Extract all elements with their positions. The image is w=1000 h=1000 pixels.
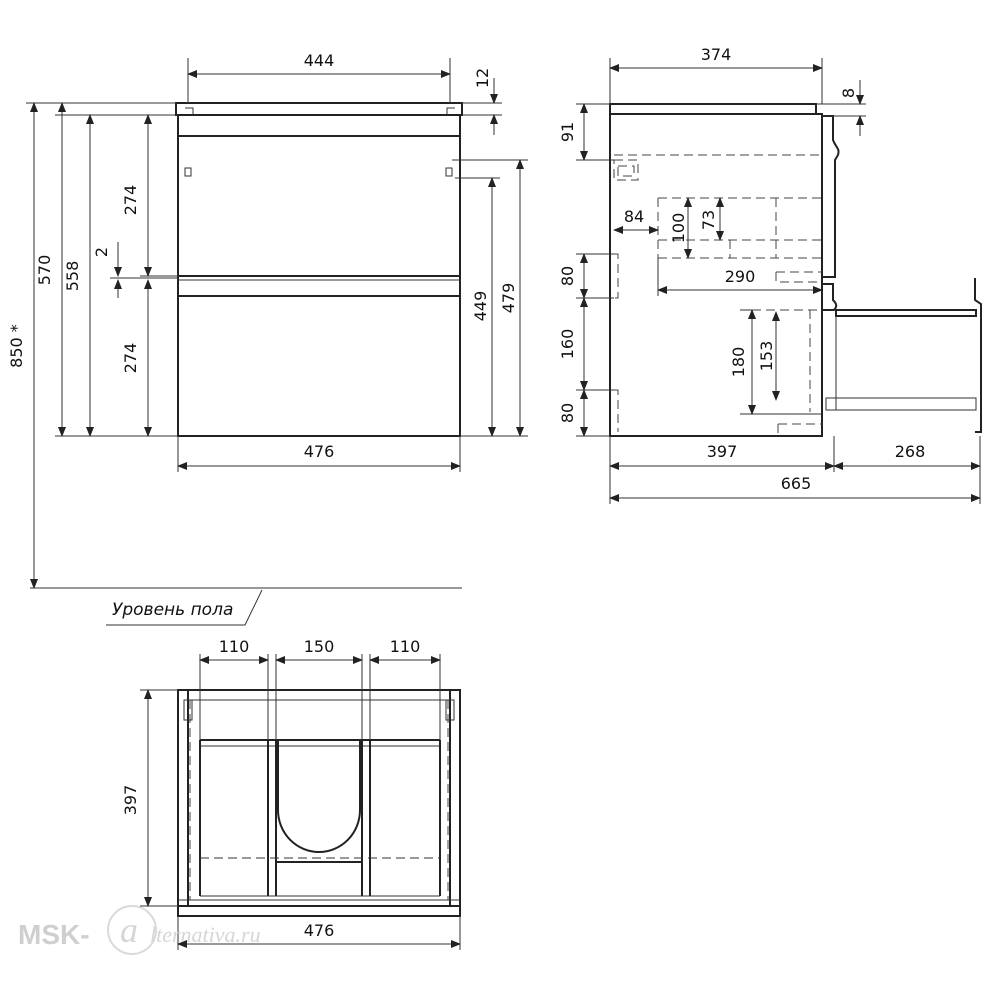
floor-level-label: Уровень пола (112, 600, 233, 620)
top-cabinet-outline (177, 689, 461, 907)
top-view: 110 150 110 397 476 (121, 637, 461, 950)
dim-558: 558 (63, 261, 82, 292)
extended-drawer-top (835, 309, 977, 317)
dim-374: 374 (701, 45, 732, 64)
dim-100: 100 (669, 213, 688, 244)
dim-570: 570 (35, 255, 54, 286)
front-view: 444 12 850 * 570 558 274 274 2 449 (7, 51, 528, 626)
siphon-cutout (277, 740, 361, 853)
dim-91: 91 (558, 122, 577, 142)
side-cabinet-body (609, 113, 823, 437)
dim-110-left: 110 (219, 637, 250, 656)
dim-449: 449 (471, 291, 490, 322)
dim-274-upper: 274 (121, 185, 140, 216)
dim-80-lower: 80 (558, 403, 577, 423)
dim-268: 268 (895, 442, 926, 461)
side-view: 374 8 91 84 100 73 290 80 160 (558, 45, 982, 504)
dim-476-top: 476 (304, 921, 335, 940)
watermark-brand: MSK- (18, 919, 90, 950)
dim-479: 479 (499, 283, 518, 314)
dim-665: 665 (781, 474, 812, 493)
watermark: MSK- a lternativa.ru (18, 905, 261, 955)
dim-397-top: 397 (121, 785, 140, 816)
watermark-at-icon (107, 905, 157, 955)
dim-397: 397 (707, 442, 738, 461)
dim-153: 153 (757, 341, 776, 372)
dim-73: 73 (699, 210, 718, 230)
side-countertop (609, 103, 817, 115)
right-bracket-icon (445, 167, 453, 177)
dim-180: 180 (729, 347, 748, 378)
dim-850: 850 * (7, 324, 26, 368)
dim-80-upper: 80 (558, 266, 577, 286)
dim-8: 8 (839, 88, 858, 98)
front-countertop (175, 102, 463, 116)
svg-text:a: a (120, 910, 138, 950)
dim-2: 2 (92, 247, 111, 257)
dim-12: 12 (473, 68, 492, 88)
dim-476: 476 (304, 442, 335, 461)
watermark-script: lternativa.ru (150, 922, 261, 947)
dim-84: 84 (624, 207, 644, 226)
dim-150: 150 (304, 637, 335, 656)
dim-290: 290 (725, 267, 756, 286)
dim-444: 444 (304, 51, 335, 70)
dim-110-right: 110 (390, 637, 421, 656)
dim-160: 160 (558, 329, 577, 360)
left-bracket-icon (184, 167, 192, 177)
dim-274-lower: 274 (121, 343, 140, 374)
top-front-panel (177, 905, 461, 917)
